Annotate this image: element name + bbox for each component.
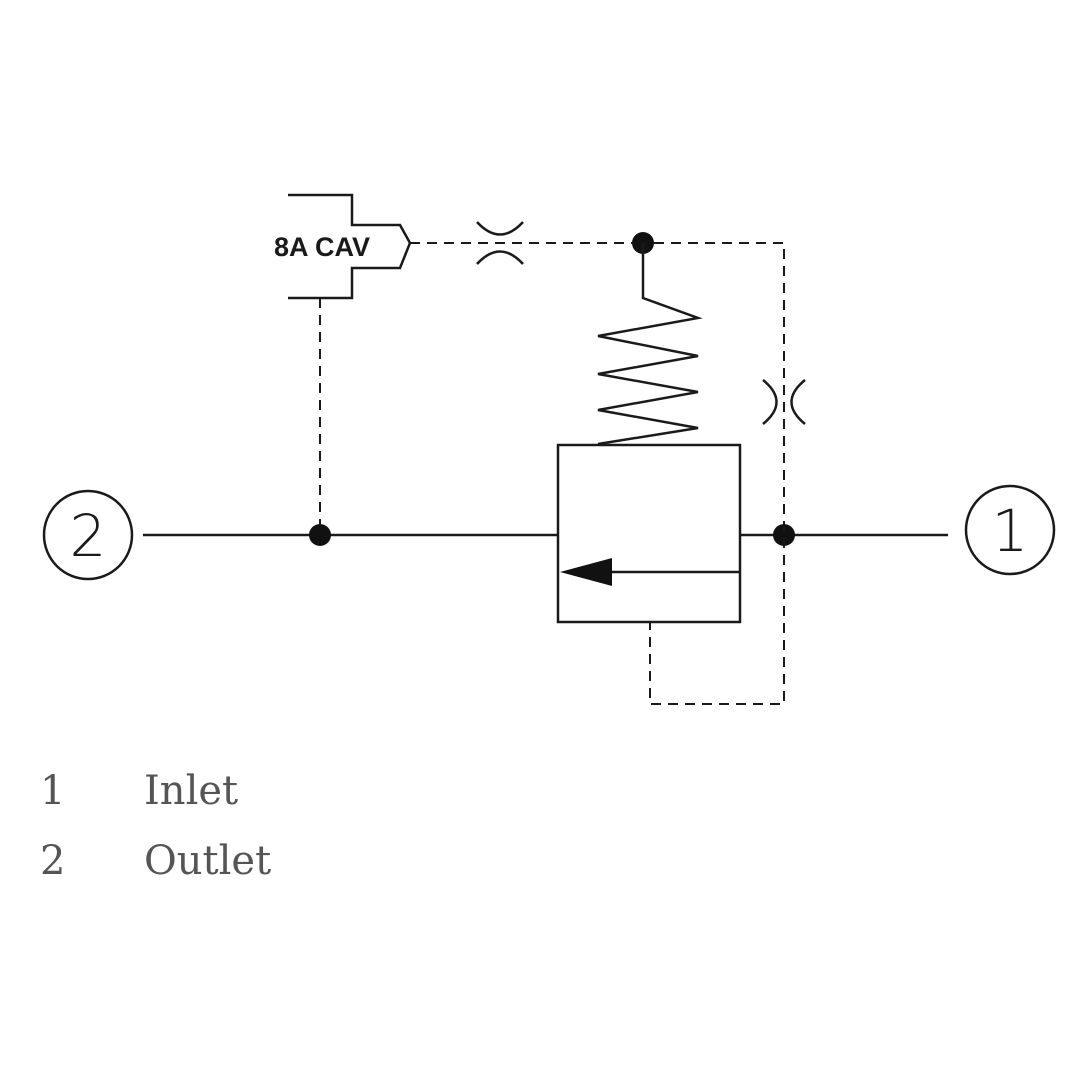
port-2-circle [42,489,134,581]
legend-row-inlet: 1 Inlet [40,768,271,838]
legend-number: 1 [40,768,66,814]
port-1-circle [964,484,1056,576]
orifice-vertical-icon [762,379,806,425]
junction-inlet [773,524,795,546]
legend-text: Outlet [144,838,272,884]
cavity-symbol: 8A CAV [274,193,412,300]
port-2-symbol: 2 [42,489,134,581]
port-legend: 1 Inlet 2 Outlet [40,768,271,908]
flow-arrow-head [560,558,612,586]
legend-number: 2 [40,838,66,884]
legend-row-outlet: 2 Outlet [40,838,271,908]
port-1-label: 1 [992,497,1029,565]
orifice-horizontal-icon [476,221,524,265]
valve-body [556,443,742,624]
port-1-symbol: 1 [964,484,1056,576]
spring-icon [597,243,703,446]
junction-outlet [309,524,331,546]
pilot-line-inlet-loop [649,242,785,705]
cavity-label: 8A CAV [274,232,370,262]
port-2-label: 2 [70,502,107,570]
legend-text: Inlet [144,768,239,814]
